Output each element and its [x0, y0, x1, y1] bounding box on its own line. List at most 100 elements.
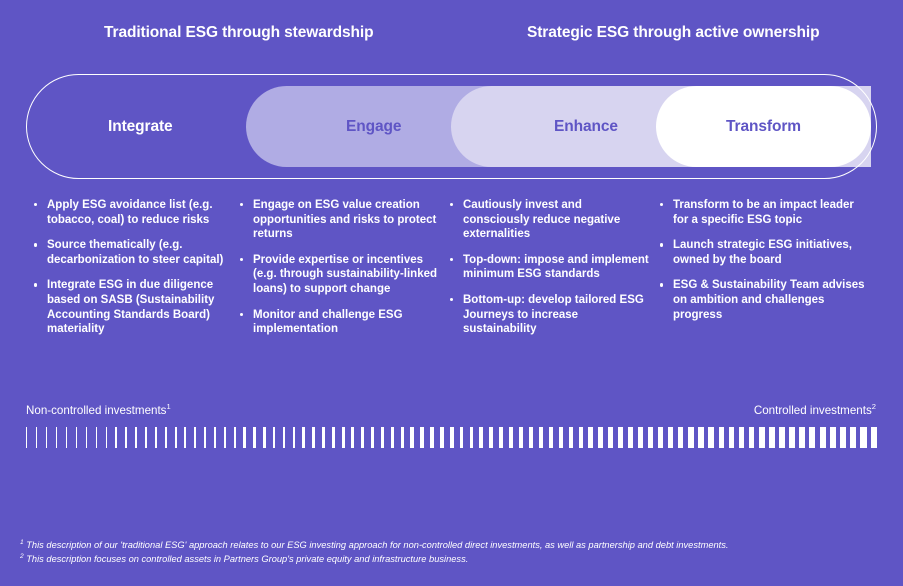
stage-bullet-text: Bottom-up: develop tailored ESG Journeys… — [463, 293, 644, 336]
gradient-tick — [568, 427, 574, 448]
footnote-marker: 1 — [20, 538, 24, 546]
gradient-tick — [839, 427, 847, 448]
gradient-tick — [658, 427, 664, 448]
gradient-tick — [233, 427, 236, 448]
gradient-tick — [302, 427, 306, 448]
bullet-dot-icon — [34, 283, 38, 287]
bullet-dot-icon — [34, 243, 38, 247]
stage-bullet: Source thematically (e.g. decarbonizatio… — [34, 238, 234, 267]
stage-bullet: Cautiously invest and consciously reduce… — [450, 198, 650, 242]
spectrum-segment-enhance-label: Enhance — [554, 117, 618, 135]
gradient-tick — [489, 427, 494, 448]
gradient-tick — [698, 427, 704, 448]
gradient-tick — [528, 427, 534, 448]
stage-column-engage: Engage on ESG value creation opportuniti… — [240, 198, 440, 348]
gradient-tick — [115, 427, 118, 448]
spectrum-segment-transform[interactable]: Transform — [656, 86, 871, 167]
gradient-tick — [312, 427, 315, 448]
esg-spectrum: Integrate Engage Enhance Transform — [26, 74, 877, 179]
investment-axis-labels: Non-controlled investments1 Controlled i… — [0, 402, 903, 422]
stage-bullet: Engage on ESG value creation opportuniti… — [240, 198, 440, 242]
gradient-tick — [194, 427, 197, 448]
gradient-tick — [618, 427, 624, 448]
stage-bullet-text: Launch strategic ESG initiatives, owned … — [673, 239, 852, 266]
gradient-tick — [380, 427, 385, 448]
axis-label-controlled-text: Controlled investments — [753, 404, 872, 417]
spectrum-segment-integrate[interactable]: Integrate — [26, 86, 296, 167]
gradient-tick — [449, 427, 454, 448]
gradient-tick — [628, 427, 634, 448]
gradient-tick — [548, 427, 554, 448]
gradient-tick — [588, 427, 594, 448]
bullet-dot-icon — [450, 203, 454, 207]
stage-bullet-text: Apply ESG avoidance list (e.g. tobacco, … — [47, 199, 213, 226]
gradient-tick — [55, 427, 58, 448]
gradient-tick — [65, 427, 68, 448]
gradient-tick — [860, 427, 867, 448]
bullet-dot-icon — [450, 257, 454, 262]
control-gradient-tickbar — [26, 427, 877, 448]
footnote-text: This description focuses on controlled a… — [23, 554, 469, 564]
stage-bullet: Integrate ESG in due diligence based on … — [34, 278, 234, 336]
stage-column-transform: Transform to be an impact leader for a s… — [660, 198, 865, 333]
gradient-tick — [718, 427, 724, 448]
gradient-tick — [799, 427, 806, 448]
gradient-tick — [263, 427, 266, 448]
axis-label-non-controlled-text: Non-controlled investments — [26, 404, 167, 417]
spectrum-segment-transform-label: Transform — [726, 117, 801, 135]
footnote: 2 This description focuses on controlled… — [20, 552, 880, 566]
gradient-tick — [135, 427, 137, 448]
gradient-tick — [479, 427, 484, 448]
gradient-tick — [85, 427, 88, 448]
gradient-tick — [341, 427, 345, 448]
gradient-tick — [850, 427, 857, 448]
gradient-tick — [648, 427, 654, 448]
gradient-tick — [174, 427, 177, 448]
gradient-tick — [400, 427, 404, 448]
gradient-tick — [748, 427, 755, 448]
bullet-dot-icon — [240, 203, 244, 207]
gradient-tick — [154, 427, 157, 448]
section-headers: Traditional ESG through stewardship Stra… — [0, 24, 903, 50]
gradient-tick — [558, 427, 564, 448]
stage-bullet: Top-down: impose and implement minimum E… — [450, 253, 650, 282]
gradient-tick — [204, 427, 207, 448]
gradient-tick — [459, 427, 464, 448]
gradient-tick — [870, 427, 877, 448]
stage-bullet-text: Source thematically (e.g. decarbonizatio… — [47, 239, 224, 266]
stage-bullet: Provide expertise or incentives (e.g. th… — [240, 253, 440, 297]
gradient-tick — [26, 427, 28, 448]
gradient-tick — [410, 427, 414, 448]
gradient-tick — [469, 427, 474, 448]
gradient-tick — [708, 427, 714, 448]
gradient-tick — [678, 427, 684, 448]
gradient-tick — [351, 427, 355, 448]
gradient-tick — [809, 427, 816, 448]
gradient-tick — [728, 427, 735, 448]
stage-bullet-text: ESG & Sustainability Team advises on amb… — [673, 279, 865, 321]
gradient-tick — [789, 427, 796, 448]
gradient-tick — [213, 427, 217, 448]
gradient-tick — [608, 427, 614, 448]
footnote-text: This description of our 'traditional ESG… — [23, 540, 729, 550]
gradient-tick — [638, 427, 644, 448]
bullet-dot-icon — [660, 203, 664, 207]
gradient-tick — [292, 427, 296, 448]
bullet-dot-icon — [240, 257, 244, 262]
stage-bullet-text: Engage on ESG value creation opportuniti… — [253, 199, 437, 241]
stage-bullet-text: Integrate ESG in due diligence based on … — [47, 279, 215, 336]
gradient-tick — [519, 427, 524, 448]
stage-bullet: Apply ESG avoidance list (e.g. tobacco, … — [34, 198, 234, 227]
axis-label-controlled-superscript: 2 — [871, 402, 876, 412]
gradient-tick — [768, 427, 775, 448]
gradient-tick — [95, 427, 98, 448]
footnotes: 1 This description of our 'traditional E… — [20, 538, 880, 566]
gradient-tick — [331, 427, 335, 448]
gradient-tick — [243, 427, 246, 448]
gradient-tick — [598, 427, 604, 448]
gradient-tick — [361, 427, 365, 448]
bullet-dot-icon — [34, 203, 38, 207]
axis-label-non-controlled: Non-controlled investments1 — [26, 403, 171, 417]
bullet-dot-icon — [660, 283, 664, 287]
gradient-tick — [36, 427, 38, 448]
